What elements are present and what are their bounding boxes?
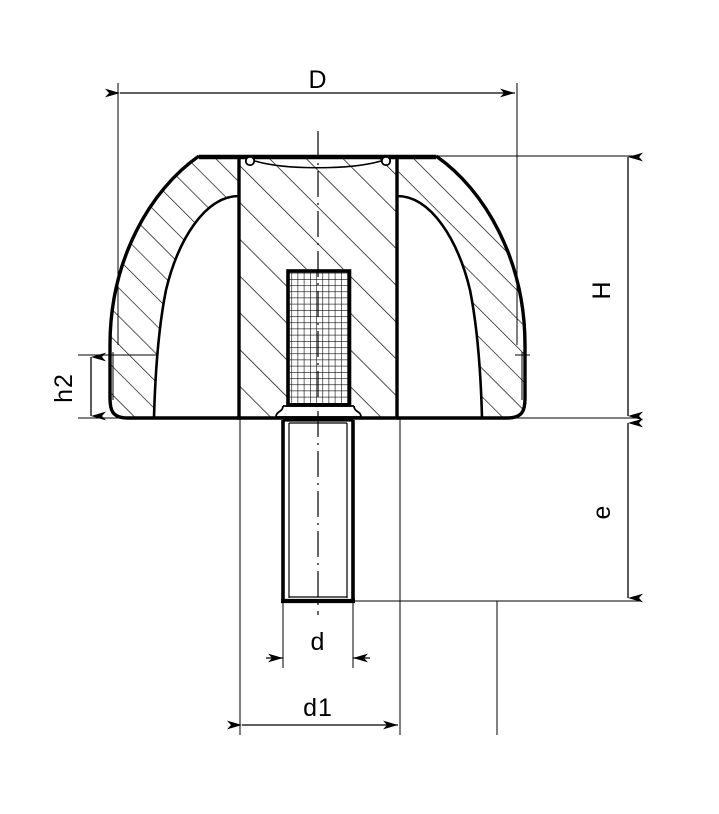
- dimension-H: H: [588, 152, 643, 421]
- knob-lobe-right: [396, 154, 527, 420]
- dimension-d1: d1: [227, 694, 398, 730]
- dimension-label-D: D: [308, 66, 327, 94]
- dimension-D: D: [105, 66, 515, 98]
- knurled-brass-insert: [286, 269, 352, 407]
- dimension-label-e: e: [588, 505, 616, 520]
- extension-lines: [78, 83, 640, 735]
- dimension-label-h2: h2: [50, 373, 78, 403]
- dimension-label-d: d: [311, 628, 326, 656]
- dimension-e: e: [588, 418, 643, 603]
- molding-dimple-left: [244, 155, 256, 167]
- threaded-stud: [281, 418, 355, 604]
- molding-dimple-right: [380, 155, 392, 167]
- dimension-label-d1: d1: [303, 694, 333, 722]
- dimension-label-H: H: [588, 280, 616, 299]
- dimension-h2: h2: [50, 352, 106, 421]
- dimension-d: d: [266, 628, 370, 663]
